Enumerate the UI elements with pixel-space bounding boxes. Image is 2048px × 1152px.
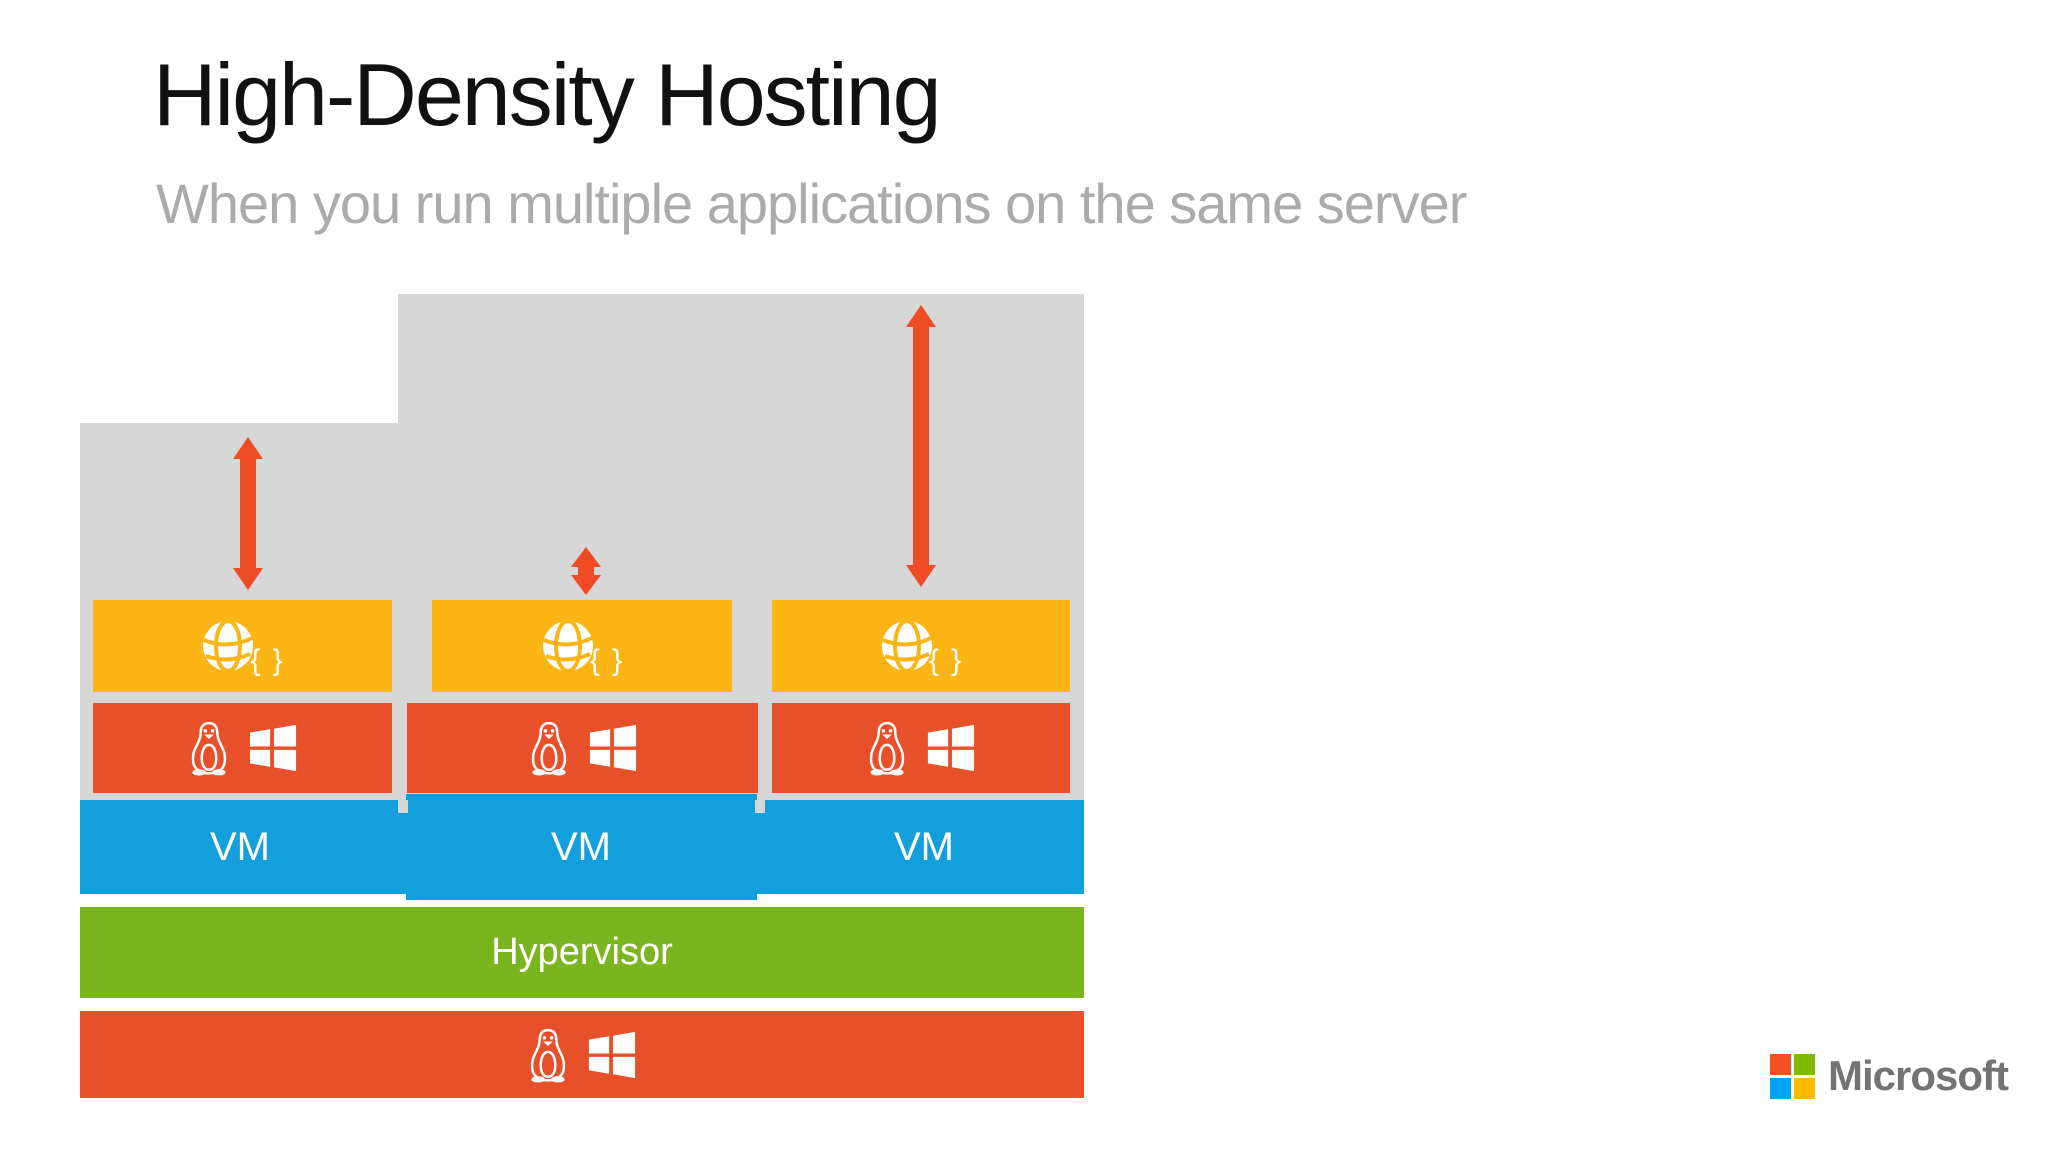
vm-label-1: VM [210,824,270,869]
linux-penguin-icon [528,720,570,776]
app-box-2: { } [432,600,732,692]
globe-code-icon: { } [200,618,284,677]
app-box-1: { } [93,600,392,692]
code-braces: { } [928,644,964,677]
ms-square-blue [1770,1077,1791,1099]
ms-square-yellow [1794,1077,1815,1099]
windows-logo-icon [926,723,976,773]
windows-logo-icon [248,723,298,773]
capacity-arrow-right [906,305,936,587]
vm-bar-divider [398,800,408,813]
ms-square-red [1770,1053,1791,1075]
host-os-bar [80,1011,1084,1098]
page-title: High-Density Hosting [153,45,942,144]
hypervisor-bar: Hypervisor [80,907,1084,998]
globe-code-icon: { } [879,618,963,677]
page-subtitle: When you run multiple applications on th… [156,172,1467,235]
os-box-2 [407,703,758,793]
linux-penguin-icon [866,720,908,776]
globe-code-icon: { } [540,618,624,677]
capacity-arrow-left [233,437,263,590]
os-box-3 [772,703,1070,793]
microsoft-logo-squares-icon [1770,1053,1815,1099]
os-box-1 [93,703,392,793]
vm-label-2: VM [551,824,611,869]
app-box-3: { } [772,600,1070,692]
microsoft-logo-text: Microsoft [1828,1052,2009,1099]
ms-square-green [1794,1053,1815,1075]
vm-bar-divider [755,800,765,813]
capacity-arrow-middle [571,547,601,595]
windows-logo-icon [587,1030,637,1080]
microsoft-logo: Microsoft [1770,1050,2009,1102]
linux-penguin-icon [527,1027,569,1083]
code-braces: { } [250,644,285,677]
vm-middle-segment [406,794,757,900]
windows-logo-icon [588,723,638,773]
code-braces: { } [589,644,625,677]
linux-penguin-icon [188,720,230,776]
vm-label-3: VM [894,824,954,869]
hypervisor-label: Hypervisor [491,931,673,973]
